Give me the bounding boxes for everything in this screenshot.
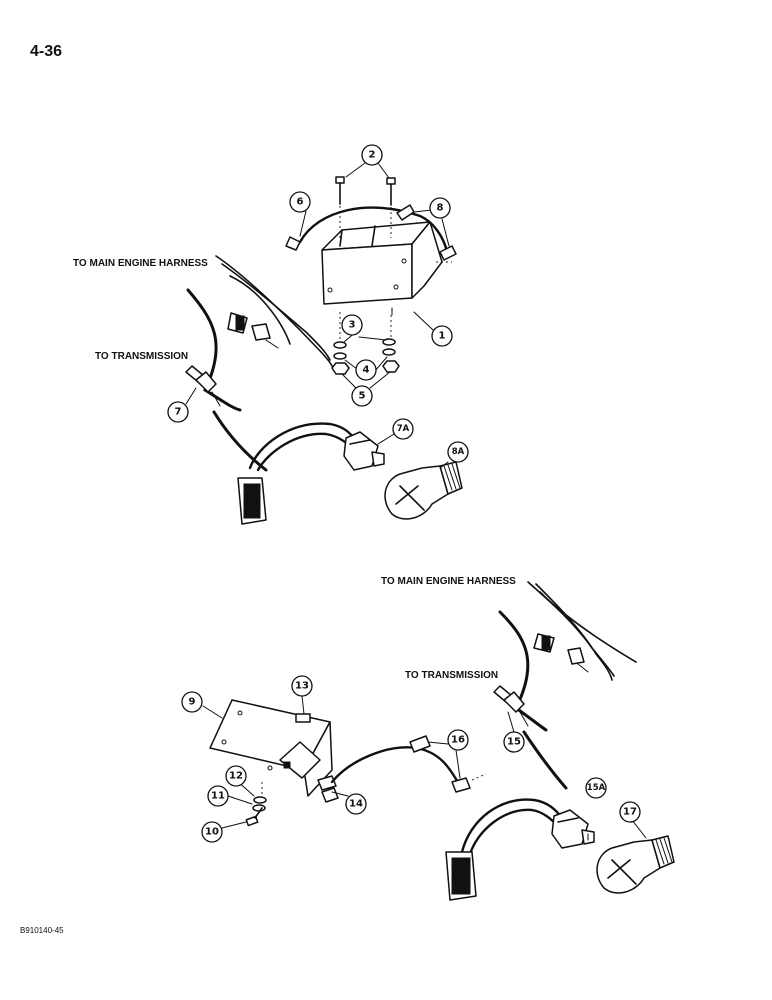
svg-text:8: 8 [437, 203, 444, 214]
callout-3: 3 [341, 314, 363, 336]
svg-text:15: 15 [507, 737, 521, 748]
callout-9: 9 [181, 691, 203, 713]
svg-text:15A: 15A [587, 783, 606, 793]
callout-6: 6 [289, 191, 311, 213]
harness-curve-bottom [498, 610, 548, 732]
svg-text:16: 16 [451, 735, 465, 746]
callout-8a: 8A [447, 441, 469, 463]
callout-14: 14 [345, 793, 367, 815]
svg-text:13: 13 [295, 681, 309, 692]
callout-4: 4 [355, 359, 377, 381]
svg-text:4: 4 [363, 365, 370, 376]
bottom-assembly: 9 13 12 11 10 14 16 15 15A 17 TO MAIN EN… [181, 576, 675, 901]
svg-text:1: 1 [439, 331, 446, 342]
relay-bracket-top [321, 221, 443, 316]
label-main-harness-bottom: TO MAIN ENGINE HARNESS [381, 576, 516, 587]
label-main-harness-top: TO MAIN ENGINE HARNESS [73, 258, 208, 269]
callout-15a: 15A [585, 777, 607, 799]
figure-reference: B910140-45 [20, 926, 64, 935]
pressure-switch-7 [185, 365, 221, 407]
callout-1: 1 [431, 325, 453, 347]
svg-text:3: 3 [349, 320, 356, 331]
callout-7: 7 [167, 401, 189, 423]
callout-13: 13 [291, 675, 313, 697]
svg-text:11: 11 [211, 791, 225, 802]
leaders-bottom [202, 695, 647, 841]
callout-15: 15 [503, 731, 525, 753]
svg-text:6: 6 [297, 197, 304, 208]
page-number: 4-36 [30, 43, 62, 60]
washers-nuts-top [331, 312, 400, 375]
svg-text:12: 12 [229, 771, 243, 782]
svg-text:5: 5 [359, 391, 366, 402]
bolts-top [335, 176, 396, 240]
elbow-fitting-8a [384, 461, 463, 520]
top-assembly: 2 6 8 1 3 4 5 7 7A 8A TO MAIN ENGINE HAR… [73, 144, 469, 525]
svg-text:2: 2 [369, 150, 376, 161]
callout-10: 10 [201, 821, 223, 843]
svg-text:7: 7 [175, 407, 182, 418]
label-transmission-bottom: TO TRANSMISSION [405, 670, 498, 681]
callout-16: 16 [447, 729, 469, 751]
svg-text:9: 9 [189, 697, 196, 708]
callout-7a: 7A [392, 418, 414, 440]
label-transmission-top: TO TRANSMISSION [95, 351, 188, 362]
callout-8: 8 [429, 197, 451, 219]
relay-bracket-bottom [209, 699, 333, 797]
detail-arrow-top [212, 410, 268, 472]
callout-12: 12 [225, 765, 247, 787]
detail-arrow-bottom [522, 730, 568, 790]
callout-17: 17 [619, 801, 641, 823]
bolt-washers-bottom [245, 782, 267, 827]
callout-5: 5 [351, 385, 373, 407]
sender-detail-top [237, 422, 385, 525]
svg-text:10: 10 [205, 827, 219, 838]
svg-text:14: 14 [349, 799, 363, 810]
callout-11: 11 [207, 785, 229, 807]
harness-curve-top [186, 288, 242, 412]
sender-detail-bottom [445, 798, 595, 901]
main-harness-bottom [527, 581, 637, 681]
svg-text:17: 17 [623, 807, 637, 818]
svg-text:8A: 8A [452, 447, 465, 457]
pressure-switch-15 [493, 685, 529, 727]
elbow-fitting-17 [596, 835, 675, 894]
callout-2: 2 [361, 144, 383, 166]
jumper-wire-top [285, 204, 457, 263]
main-harness-top [215, 255, 333, 367]
leaders-top [185, 162, 450, 469]
svg-text:7A: 7A [397, 424, 410, 434]
jumper-wire-bottom [317, 735, 487, 803]
